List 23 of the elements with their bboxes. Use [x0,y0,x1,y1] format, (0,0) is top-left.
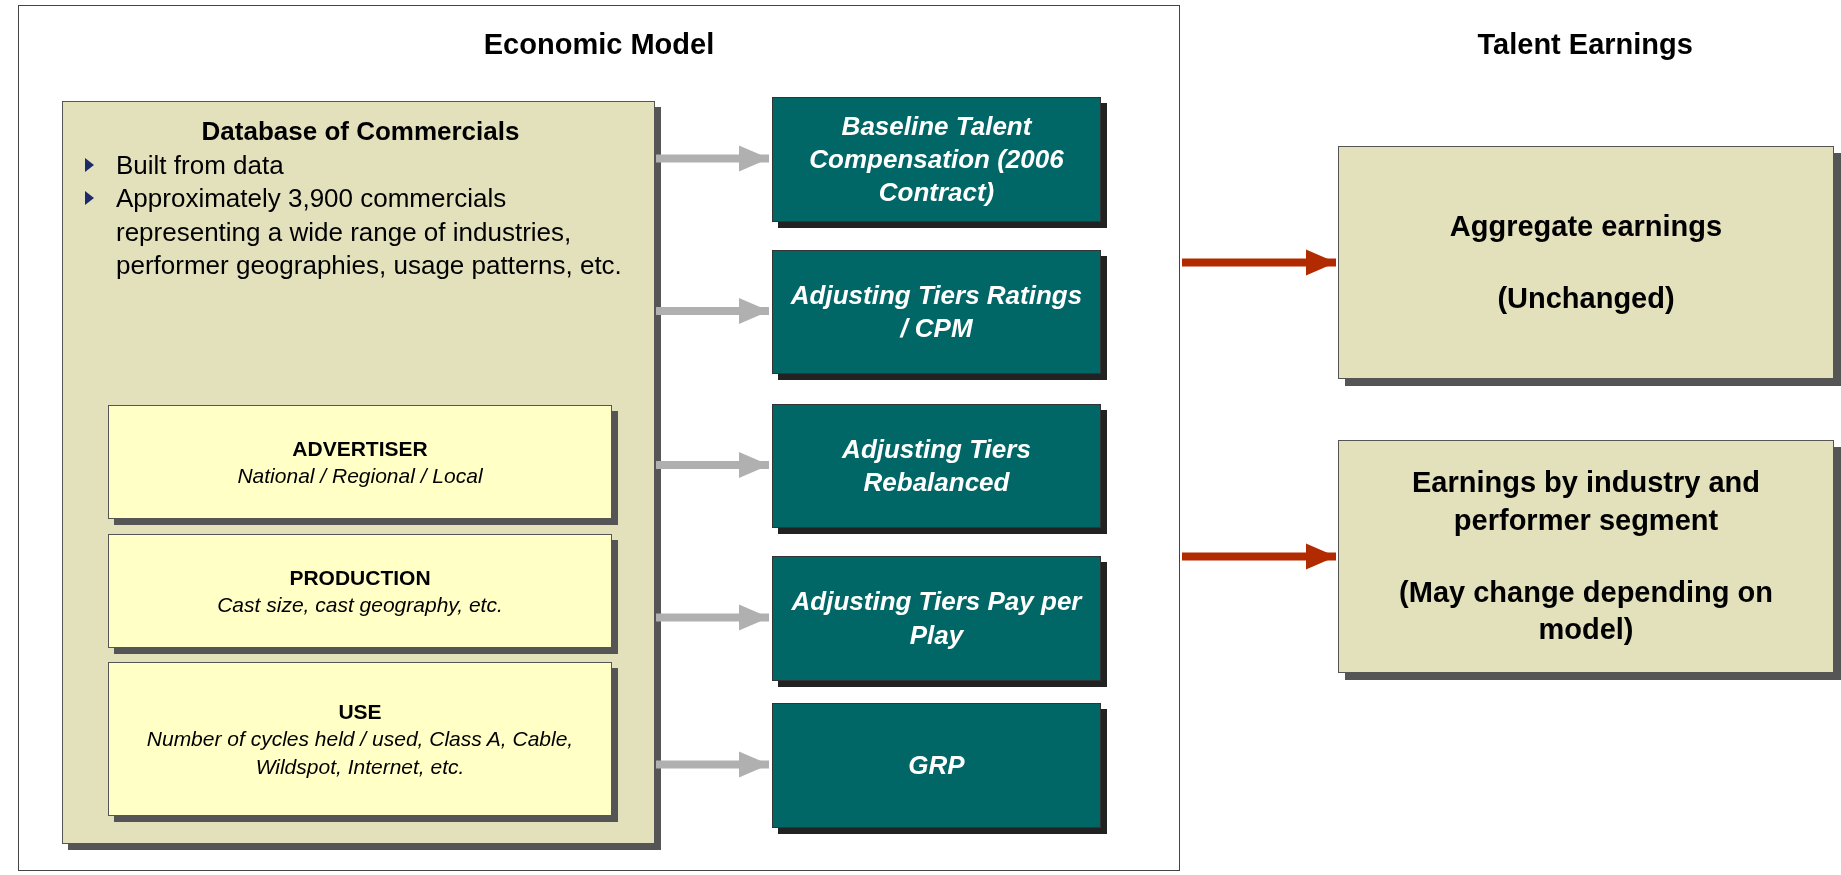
card-heading: Database of Commercials [200,116,521,147]
category-description: National / Regional / Local [237,463,483,489]
bullet-text: Built from data [116,149,284,182]
bullet-text: Approximately 3,900 commercials representing a wide range of industries, performer geographies, usage patterns, etc. [116,182,623,282]
category-heading: ADVERTISER [292,435,428,462]
box-text: Aggregate earnings [1449,208,1723,244]
arrow [1182,543,1336,570]
box-text: (May change depending on model) [1398,574,1774,648]
column-heading: Talent Earnings [1477,28,1693,61]
panel [18,5,1180,871]
box-text: GRP [908,749,965,782]
arrow [1182,249,1336,276]
box-text: Adjusting Tiers Ratings / CPM [789,279,1084,345]
box-text: (Unchanged) [1497,280,1675,316]
category-heading: USE [338,699,382,726]
category-description: Cast size, cast geography, etc. [217,592,503,618]
box-text: Earnings by industry and performer segment [1410,465,1762,538]
box-text: Baseline Talent Compensation (2006 Contract) [808,109,1065,209]
box-text: Adjusting Tiers Rebalanced [840,433,1032,499]
box-text: Adjusting Tiers Pay per Play [790,585,1084,652]
category-description: Number of cycles held / used, Class A, Cable, Wildspot, Internet, etc. [145,726,575,780]
panel-title: Economic Model [483,28,715,61]
category-heading: PRODUCTION [289,564,431,591]
